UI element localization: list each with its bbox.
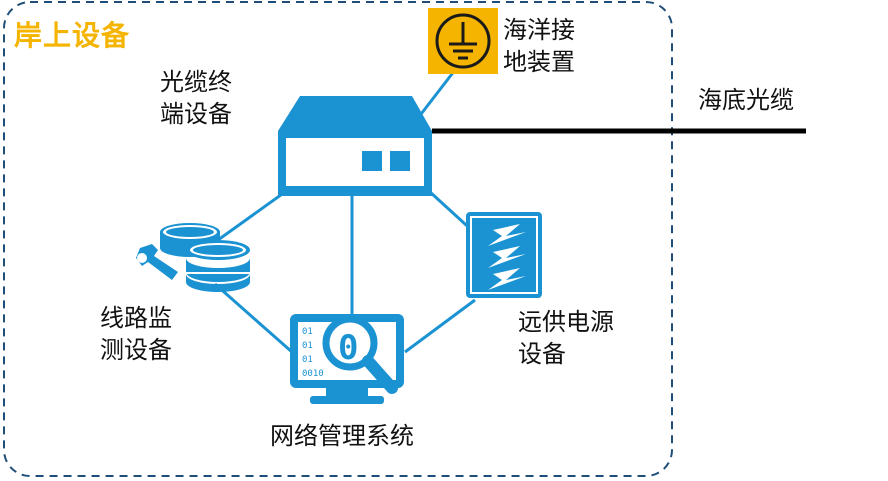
power-lightning-icon: [466, 212, 542, 298]
terminal-device-label: 光缆终 端设备: [160, 68, 232, 128]
link-terminal-ground: [416, 69, 457, 119]
svg-text:0010: 0010: [302, 369, 324, 379]
ground-symbol-icon: [428, 8, 498, 74]
svg-text:01: 01: [302, 355, 313, 365]
monitor-magnifier-icon: 01 01 01 0010 0: [290, 314, 404, 404]
link-monitor-nms: [214, 282, 293, 354]
ground-device-label: 海洋接 地装置: [503, 16, 575, 76]
power-feed-label: 远供电源 设备: [518, 308, 614, 368]
svg-text:01: 01: [302, 341, 313, 351]
shore-region-border: [3, 1, 673, 477]
svg-text:01: 01: [302, 327, 313, 337]
network-terminal-icon: [278, 96, 432, 196]
link-terminal-monitor: [217, 190, 286, 242]
line-monitor-label: 线路监 测设备: [100, 304, 172, 364]
database-wrench-icon: [136, 223, 250, 292]
link-power-nms: [404, 298, 476, 354]
svg-text:0: 0: [338, 328, 358, 368]
submarine-cable-label: 海底光缆: [698, 86, 794, 114]
nms-label: 网络管理系统: [270, 422, 414, 450]
shore-equipment-title: 岸上设备: [14, 19, 131, 52]
